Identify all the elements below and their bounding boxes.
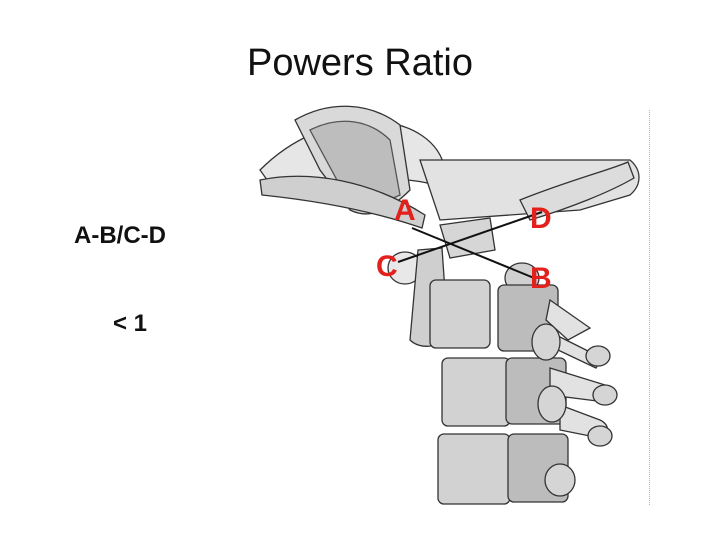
point-label-b: B bbox=[530, 262, 552, 295]
occiput-illustration bbox=[259, 105, 640, 229]
line-a-b bbox=[411, 227, 535, 279]
cervical-spine-diagram: A B C D bbox=[259, 105, 640, 505]
line-c-d bbox=[397, 211, 543, 263]
point-label-c: C bbox=[376, 250, 398, 283]
point-label-d: D bbox=[530, 202, 552, 235]
powers-ratio-formula: A-B/C-D bbox=[74, 222, 166, 249]
dotted-divider bbox=[649, 110, 650, 505]
slide-title: Powers Ratio bbox=[247, 42, 473, 84]
point-label-a: A bbox=[394, 194, 416, 227]
ratio-threshold: < 1 bbox=[113, 310, 148, 337]
facet-joints bbox=[531, 323, 618, 497]
posterior-occiput bbox=[519, 161, 635, 221]
